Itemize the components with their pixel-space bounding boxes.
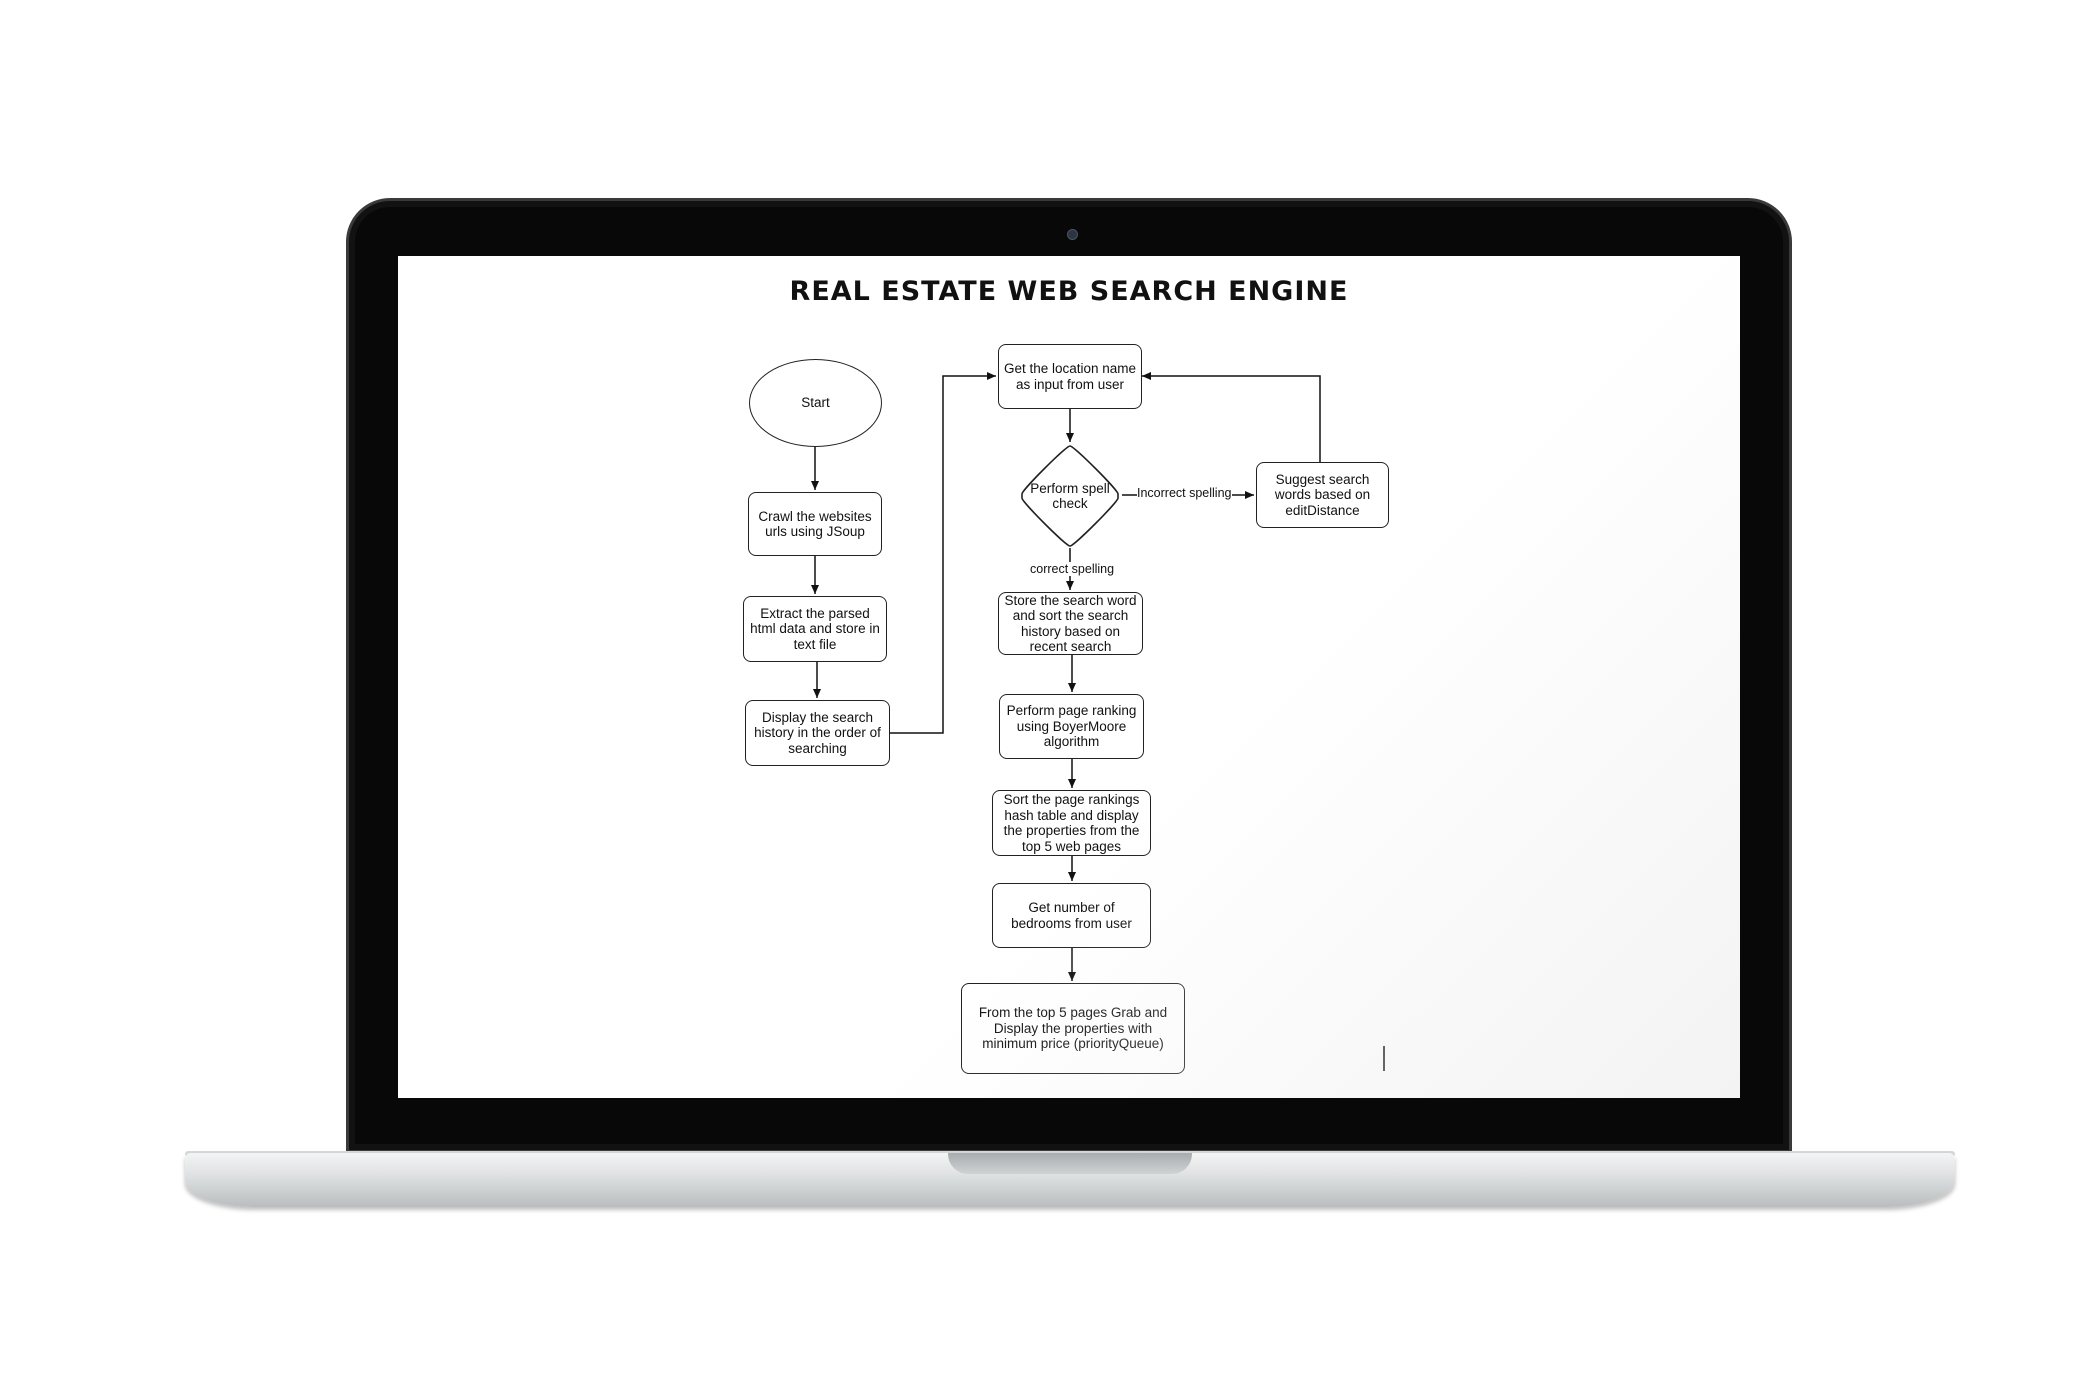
node-spell-check: Perform spell check — [1018, 444, 1122, 548]
camera-icon — [1067, 229, 1078, 240]
laptop-opening-notch — [948, 1153, 1192, 1174]
node-spell-check-label: Perform spell check — [1030, 480, 1110, 512]
node-display-history: Display the search history in the order … — [745, 700, 890, 766]
laptop-screen: REAL ESTATE WEB SEARCH ENGINE — [398, 256, 1740, 1098]
node-min-price: From the top 5 pages Grab and Display th… — [961, 983, 1185, 1074]
node-store-word: Store the search word and sort the searc… — [998, 592, 1143, 655]
edge-display-location — [890, 372, 996, 734]
edge-label-incorrect: Incorrect spelling — [1137, 486, 1232, 500]
node-extract: Extract the parsed html data and store i… — [743, 596, 887, 662]
node-page-ranking: Perform page ranking using BoyerMoore al… — [999, 694, 1144, 759]
node-get-location: Get the location name as input from user — [998, 344, 1142, 409]
node-start: Start — [749, 359, 882, 447]
node-crawl: Crawl the websites urls using JSoup — [748, 492, 882, 556]
node-bedrooms: Get number of bedrooms from user — [992, 883, 1151, 948]
node-suggest: Suggest search words based on editDistan… — [1256, 462, 1389, 528]
text-cursor — [1383, 1046, 1385, 1071]
flowchart: REAL ESTATE WEB SEARCH ENGINE — [398, 256, 1740, 1098]
edge-label-correct: correct spelling — [1030, 562, 1115, 576]
edge-suggest-location — [1142, 372, 1321, 462]
node-sort-rankings: Sort the page rankings hash table and di… — [992, 790, 1151, 856]
